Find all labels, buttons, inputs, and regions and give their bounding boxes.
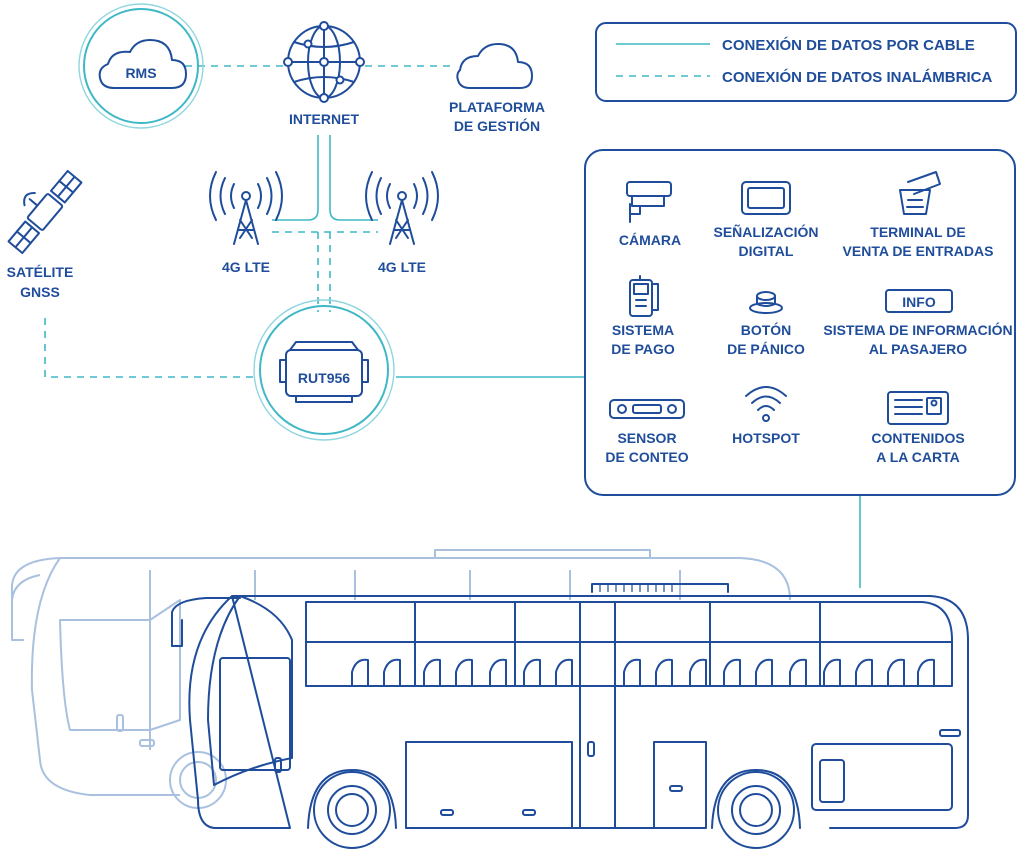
- bus-seats: [351, 658, 935, 687]
- router-inner-ring: [259, 305, 389, 435]
- cell-tower-icon: [209, 171, 283, 245]
- bus-illustration: [171, 583, 969, 849]
- globe-icon: [283, 21, 365, 103]
- wifi-icon: [745, 386, 787, 422]
- device-counting-sensor: SENSOR DE CONTEO: [605, 399, 689, 465]
- counter-sensor-icon: [609, 399, 685, 419]
- device-label-line2: AL PASAJERO: [869, 341, 967, 357]
- info-badge-text: INFO: [902, 294, 936, 310]
- device-label-line1: TERMINAL DE: [870, 224, 965, 240]
- tower-right-node: 4G LTE: [365, 171, 439, 275]
- display-icon: [741, 181, 791, 215]
- wired-link-internet-towers: [272, 135, 378, 221]
- tower-right-label: 4G LTE: [378, 259, 426, 275]
- legend: CONEXIÓN DE DATOS POR CABLE CONEXIÓN DE …: [595, 22, 1017, 102]
- satellite-node: SATÉLITE GNSS: [7, 169, 83, 300]
- device-label-line1: SENSOR: [617, 430, 676, 446]
- legend-box: [595, 22, 1017, 102]
- device-label-line1: SISTEMA: [612, 322, 674, 338]
- device-label-line2: DE CONTEO: [605, 449, 688, 465]
- cell-tower-icon: [365, 171, 439, 245]
- device-label-line1: SISTEMA DE INFORMACIÓN: [823, 321, 1012, 338]
- rear-wheel: [711, 769, 801, 849]
- connections: [44, 65, 861, 588]
- device-payment-system: SISTEMA DE PAGO: [611, 275, 675, 357]
- wireless-link-satellite-router: [44, 318, 258, 378]
- device-camera: CÁMARA: [619, 181, 681, 248]
- satellite-label-line1: SATÉLITE: [7, 264, 74, 280]
- device-label-line1: HOTSPOT: [732, 430, 800, 446]
- devices-panel-box: [584, 149, 1016, 496]
- info-sign-icon: INFO: [885, 289, 953, 313]
- device-label-line2: DIGITAL: [739, 243, 794, 259]
- internet-node: INTERNET: [283, 21, 365, 127]
- device-label-line1: CÁMARA: [619, 232, 681, 248]
- rms-label: RMS: [125, 65, 156, 81]
- device-label-line2: DE PAGO: [611, 341, 675, 357]
- device-label-line1: BOTÓN: [741, 321, 792, 338]
- media-content-icon: [887, 391, 949, 425]
- camera-icon: [626, 181, 672, 223]
- device-label-line2: DE PÁNICO: [727, 341, 805, 357]
- rms-outer-ring: [78, 3, 204, 129]
- device-passenger-info: INFO SISTEMA DE INFORMACIÓN AL PASAJERO: [823, 289, 1013, 357]
- router-node: RUT956: [253, 299, 395, 441]
- wireless-link-towers-router: [272, 231, 378, 312]
- device-label-line1: CONTENIDOS: [871, 430, 964, 446]
- legend-wireless-label: CONEXIÓN DE DATOS INALÁMBRICA: [722, 68, 992, 86]
- satellite-icon: [7, 169, 83, 255]
- roof-vent: [599, 584, 673, 592]
- tower-left-node: 4G LTE: [209, 171, 283, 275]
- payment-terminal-icon: [629, 275, 659, 317]
- rms-inner-ring: [83, 8, 199, 124]
- legend-wired-label: CONEXIÓN DE DATOS POR CABLE: [722, 36, 975, 54]
- device-hotspot: HOTSPOT: [732, 386, 800, 446]
- ticket-terminal-icon: [899, 171, 941, 215]
- satellite-label-line2: GNSS: [20, 284, 60, 300]
- platform-label-line2: DE GESTIÓN: [454, 117, 540, 134]
- panic-button-icon: [749, 291, 783, 314]
- rms-node: RMS: [78, 3, 204, 129]
- device-label-line1: SEÑALIZACIÓN: [714, 223, 819, 240]
- platform-node: PLATAFORMA DE GESTIÓN: [449, 43, 545, 134]
- router-label: RUT956: [298, 370, 350, 386]
- device-label-line2: VENTA DE ENTRADAS: [843, 243, 994, 259]
- internet-label: INTERNET: [289, 111, 359, 127]
- tower-left-label: 4G LTE: [222, 259, 270, 275]
- router-outer-ring: [253, 299, 395, 441]
- devices-panel: CÁMARA SEÑALIZACIÓN DIGITAL TERMINAL DE …: [584, 149, 1016, 496]
- device-digital-signage: SEÑALIZACIÓN DIGITAL: [714, 181, 819, 259]
- device-on-demand-content: CONTENIDOS A LA CARTA: [871, 391, 965, 465]
- device-label-line2: A LA CARTA: [876, 449, 959, 465]
- platform-label-line1: PLATAFORMA: [449, 99, 545, 115]
- window-dividers: [414, 601, 821, 829]
- front-wheel: [307, 769, 397, 849]
- device-panic-button: BOTÓN DE PÁNICO: [727, 291, 805, 357]
- platform-cloud-icon: [456, 43, 533, 89]
- background-bus-illustration: [10, 549, 791, 809]
- router-icon: [279, 341, 369, 403]
- device-ticket-terminal: TERMINAL DE VENTA DE ENTRADAS: [843, 171, 994, 259]
- rms-cloud-icon: [98, 39, 187, 89]
